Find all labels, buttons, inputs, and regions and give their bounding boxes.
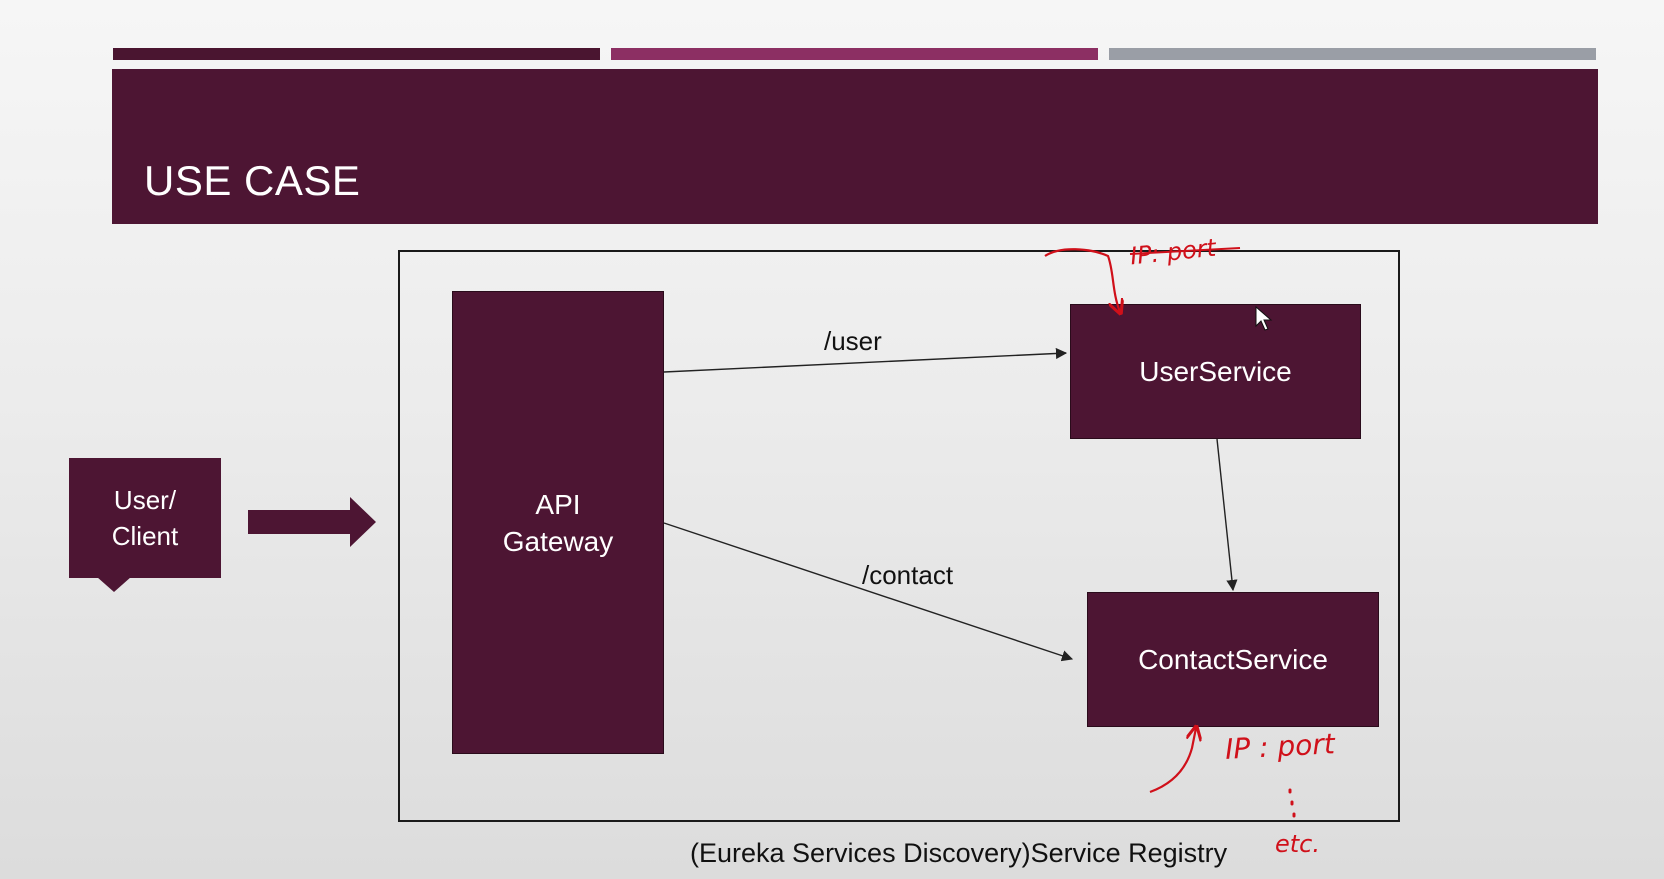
contact-service-label: ContactService xyxy=(1138,643,1328,675)
user-service-label: UserService xyxy=(1139,355,1292,387)
api-gateway-box: API Gateway xyxy=(452,291,664,754)
user-service-box: UserService xyxy=(1070,304,1361,439)
slide-title: USE CASE xyxy=(144,157,361,204)
header-bar-gray xyxy=(1109,48,1596,60)
api-gateway-label: API Gateway xyxy=(502,488,614,557)
contact-service-box: ContactService xyxy=(1087,592,1379,727)
header-bar-dark xyxy=(113,48,600,60)
route-contact-label: /contact xyxy=(862,560,954,590)
user-client-callout-tail xyxy=(97,577,131,592)
client-to-gateway-arrow xyxy=(248,497,376,547)
annotation-etc: etc. xyxy=(1275,830,1320,858)
header-bar-magenta xyxy=(611,48,1098,60)
service-registry-caption: (Eureka Services Discovery)Service Regis… xyxy=(690,838,1228,868)
annotation-bottom-ip-port: IP : port xyxy=(1224,727,1336,766)
user-client-box: User/ Client xyxy=(69,458,221,578)
route-user-label: /user xyxy=(824,326,882,356)
title-band: USE CASE xyxy=(112,69,1598,224)
user-client-label: User/ Client xyxy=(111,485,179,551)
service-registry-frame xyxy=(398,250,1400,822)
